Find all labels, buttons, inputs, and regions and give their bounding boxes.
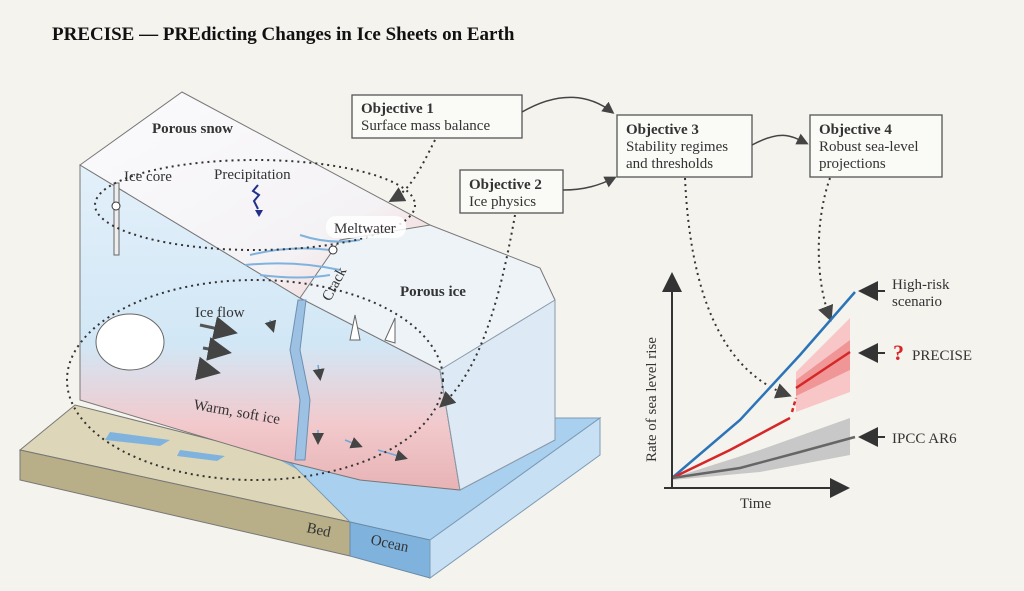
x-axis-label: Time: [740, 496, 771, 512]
ice-flow-arrows: [194, 316, 238, 381]
precipitation-icon: [251, 184, 261, 210]
objective-3-box: Objective 3 Stability regimes and thresh…: [616, 114, 753, 178]
surface-focus-ellipse: [94, 159, 416, 251]
svg-text:Stability regimes: Stability regimes: [626, 139, 728, 155]
porous-snow-label: Porous snow: [152, 121, 233, 137]
ice-core-label: Ice core: [124, 169, 172, 185]
bed-block: [18, 404, 352, 557]
precise-uncertainty-band-inner: [796, 340, 850, 396]
ipcc-uncertainty-band: [672, 418, 850, 480]
objective-1-box: Objective 1 Surface mass balance: [351, 94, 523, 139]
svg-text:and thresholds: and thresholds: [626, 156, 713, 172]
legend-precise: PRECISE: [912, 348, 972, 364]
legend-arrows: [858, 281, 885, 447]
legend-ipcc: IPCC AR6: [892, 431, 957, 447]
meltwater-label: Meltwater: [334, 221, 396, 237]
svg-text:Ice physics: Ice physics: [469, 194, 536, 210]
ice-core: [113, 182, 120, 256]
question-mark-icon: ?: [893, 340, 904, 365]
y-axis-label: Rate of sea level rise: [644, 337, 660, 462]
svg-text:Objective 4: Objective 4: [819, 122, 892, 138]
high-risk-line: [671, 291, 856, 479]
legend-high-risk: High-risk: [892, 277, 950, 293]
bed-label: Bed: [305, 520, 332, 541]
flow-arrows-blue: [264, 319, 408, 462]
precipitation-label: Precipitation: [214, 167, 291, 183]
svg-text:Objective 2: Objective 2: [469, 177, 542, 193]
precise-historical-line: [671, 416, 791, 480]
svg-text:projections: projections: [819, 156, 886, 172]
sea-level-chart: Time Rate of sea level rise High-risk sc…: [644, 272, 972, 512]
objective-dotted-links: [388, 139, 834, 408]
objective-2-box: Objective 2 Ice physics: [459, 169, 564, 214]
svg-text:Surface mass balance: Surface mass balance: [361, 118, 490, 134]
svg-text:Objective 1: Objective 1: [361, 101, 434, 117]
objective-4-box: Objective 4 Robust sea-level projections: [809, 114, 943, 178]
page-title: PRECISE — PREdicting Changes in Ice Shee…: [52, 24, 515, 45]
ice-flow-label: Ice flow: [195, 305, 245, 321]
ice-crystals-icon: [95, 313, 165, 371]
crack: [289, 299, 311, 461]
ipcc-ar6-line: [671, 435, 856, 480]
ocean-label: Ocean: [369, 532, 410, 556]
svg-text:Objective 3: Objective 3: [626, 122, 699, 138]
physics-focus-ellipse: [66, 279, 444, 481]
precise-projection-line: [795, 350, 851, 390]
legend-high-risk-2: scenario: [892, 294, 942, 310]
objective-connectors: [521, 96, 809, 191]
svg-text:Robust sea-level: Robust sea-level: [819, 139, 919, 155]
porous-ice-label: Porous ice: [400, 284, 466, 300]
